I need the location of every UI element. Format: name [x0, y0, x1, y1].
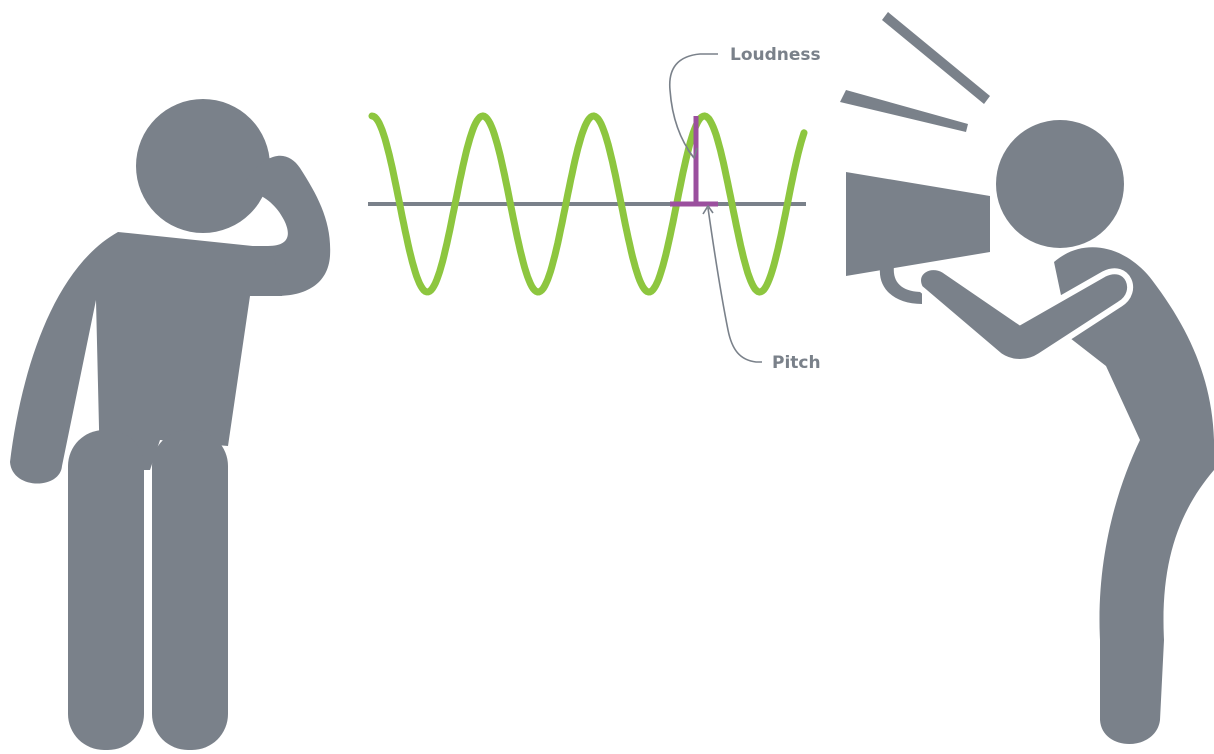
listener-torso — [10, 232, 282, 484]
listener-left-leg — [68, 430, 144, 750]
pitch-label: Pitch — [772, 353, 821, 373]
listener-figure — [10, 99, 330, 750]
listener-head — [136, 99, 270, 233]
sound-line-upper — [882, 12, 990, 104]
megaphone — [846, 172, 990, 276]
speaker-figure — [840, 12, 1214, 744]
speaker-head — [996, 120, 1124, 248]
loudness-label: Loudness — [730, 45, 821, 65]
listener-right-leg — [152, 430, 228, 750]
sound-line-lower — [840, 90, 968, 132]
